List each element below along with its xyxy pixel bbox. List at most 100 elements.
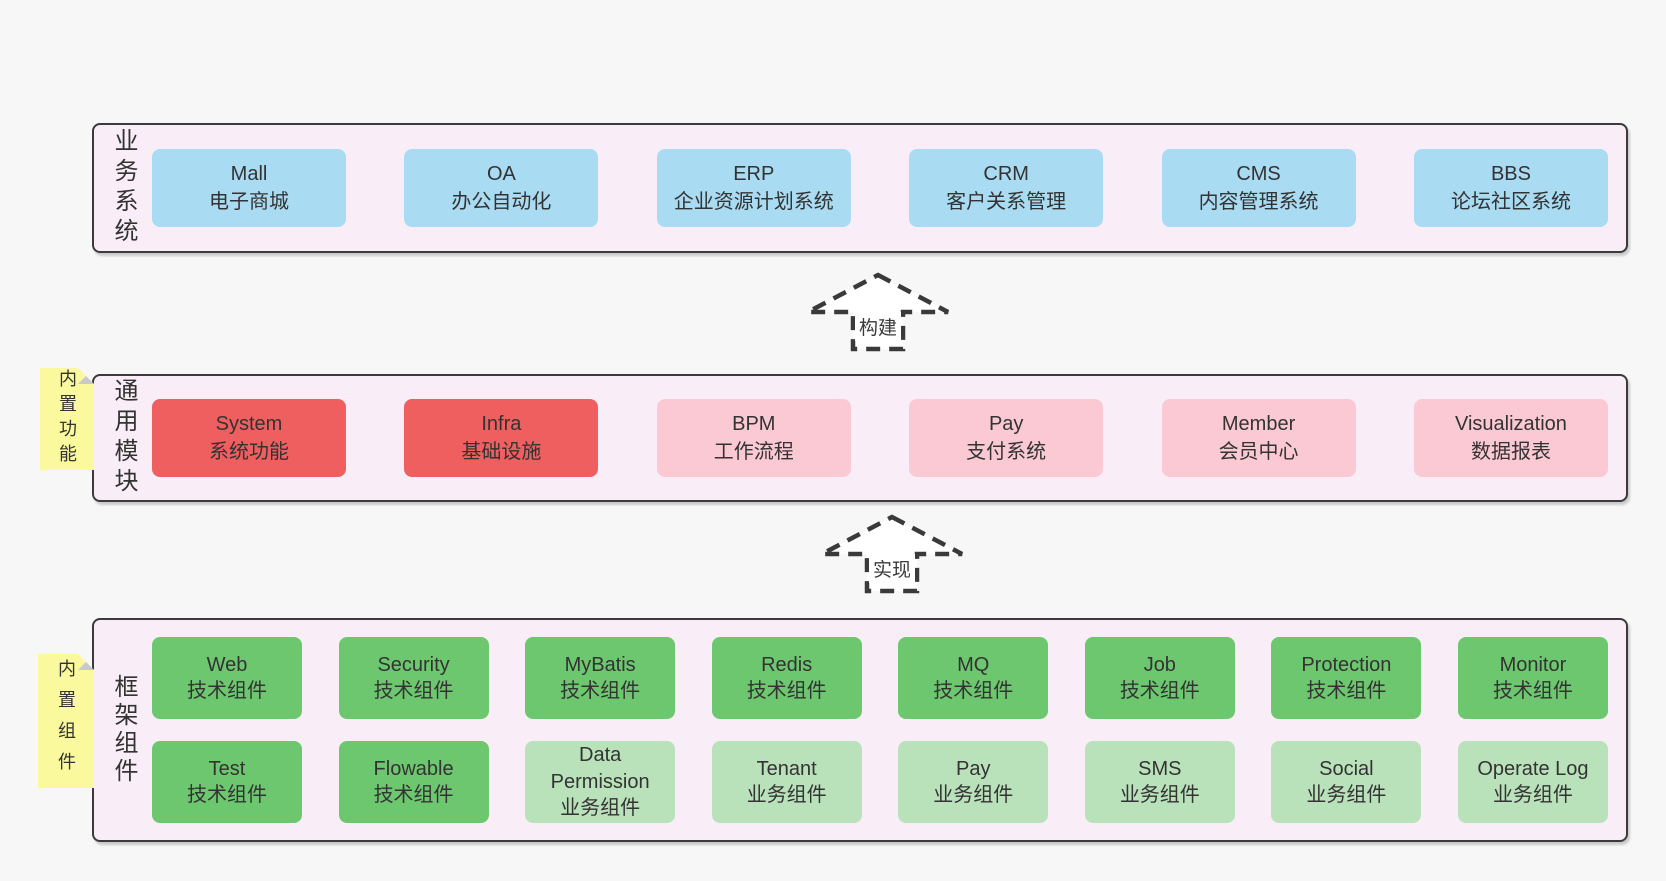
sticky-note-builtin-components: 内置组件 xyxy=(38,654,94,788)
box-crm-name: CRM xyxy=(983,162,1029,185)
box-erp-desc: 企业资源计划系统 xyxy=(673,191,834,213)
box-redis-desc: 技术组件 xyxy=(746,680,827,702)
box-pay-module-name: Pay xyxy=(988,412,1024,435)
box-bbs: BBS 论坛社区系统 xyxy=(1413,149,1608,227)
box-test-desc: 技术组件 xyxy=(187,784,267,806)
box-oa-desc: 办公自动化 xyxy=(451,191,552,213)
box-bbs-desc: 论坛社区系统 xyxy=(1450,191,1571,213)
box-erp-name: ERP xyxy=(733,162,775,185)
box-operate-log: Operate Log 业务组件 xyxy=(1457,741,1608,823)
box-security-name: Security xyxy=(377,653,450,676)
box-visualization-desc: 数据报表 xyxy=(1470,441,1551,463)
box-mybatis-desc: 技术组件 xyxy=(560,680,641,702)
build-arrow: 构建 xyxy=(803,272,953,352)
box-tenant-name: Tenant xyxy=(756,757,817,780)
box-mall-name: Mall xyxy=(230,162,268,185)
business-systems-boxes: Mall 电子商城 OA 办公自动化 ERP 企业资源计划系统 CRM 客户关系… xyxy=(152,149,1626,227)
box-infra-desc: 基础设施 xyxy=(461,441,542,463)
box-social-name: Social xyxy=(1319,757,1374,780)
build-arrow-label: 构建 xyxy=(854,312,902,341)
box-security-desc: 技术组件 xyxy=(373,680,454,702)
box-mybatis-name: MyBatis xyxy=(564,653,636,676)
box-sms: SMS 业务组件 xyxy=(1084,741,1235,823)
box-protection: Protection 技术组件 xyxy=(1271,637,1422,719)
box-visualization: Visualization 数据报表 xyxy=(1413,399,1608,477)
common-modules-container: 通用模块 System 系统功能 Infra 基础设施 BPM 工作流程 Pay… xyxy=(92,374,1628,502)
business-systems-side-label: 业务系统 xyxy=(110,128,137,248)
framework-components-row1: Web 技术组件 Security 技术组件 MyBatis 技术组件 Redi… xyxy=(152,637,1608,719)
box-system: System 系统功能 xyxy=(152,399,346,477)
box-web-desc: 技术组件 xyxy=(187,680,267,702)
box-bpm-name: BPM xyxy=(732,412,776,435)
box-erp: ERP 企业资源计划系统 xyxy=(656,149,851,227)
box-tenant: Tenant 业务组件 xyxy=(711,741,862,823)
box-job: Job 技术组件 xyxy=(1084,637,1235,719)
implement-arrow: 实现 xyxy=(817,514,967,594)
folded-corner-icon xyxy=(62,654,94,670)
box-operate-log-desc: 业务组件 xyxy=(1492,784,1573,806)
box-system-name: System xyxy=(215,412,283,435)
box-crm-desc: 客户关系管理 xyxy=(946,191,1067,213)
box-oa: OA 办公自动化 xyxy=(404,149,599,227)
box-cms-name: CMS xyxy=(1236,162,1281,185)
box-flowable: Flowable 技术组件 xyxy=(338,741,489,823)
framework-components-row2: Test 技术组件 Flowable 技术组件 Data Permission … xyxy=(152,741,1608,823)
box-operate-log-name: Operate Log xyxy=(1477,757,1589,780)
common-modules-boxes: System 系统功能 Infra 基础设施 BPM 工作流程 Pay 支付系统… xyxy=(152,399,1626,477)
box-job-desc: 技术组件 xyxy=(1119,680,1200,702)
box-bpm: BPM 工作流程 xyxy=(656,399,851,477)
box-bpm-desc: 工作流程 xyxy=(713,441,794,463)
framework-components-side-label: 框架组件 xyxy=(110,674,137,786)
box-crm: CRM 客户关系管理 xyxy=(909,149,1104,227)
framework-components-rows: Web 技术组件 Security 技术组件 MyBatis 技术组件 Redi… xyxy=(152,637,1626,823)
box-pay-component-desc: 业务组件 xyxy=(933,784,1014,806)
box-data-permission-name: Data Permission xyxy=(550,744,650,793)
sticky-note-builtin-components-label: 内置组件 xyxy=(56,659,76,783)
box-redis-name: Redis xyxy=(761,653,813,676)
common-modules-side-label: 通用模块 xyxy=(110,378,137,498)
box-sms-desc: 业务组件 xyxy=(1119,784,1200,806)
box-test: Test 技术组件 xyxy=(152,741,302,823)
box-data-permission: Data Permission 业务组件 xyxy=(525,741,676,823)
box-member: Member 会员中心 xyxy=(1161,399,1356,477)
box-mq: MQ 技术组件 xyxy=(898,637,1049,719)
box-flowable-desc: 技术组件 xyxy=(373,784,454,806)
box-job-name: Job xyxy=(1143,653,1176,676)
box-cms: CMS 内容管理系统 xyxy=(1161,149,1356,227)
box-oa-name: OA xyxy=(486,162,516,185)
box-protection-desc: 技术组件 xyxy=(1306,680,1387,702)
box-infra-name: Infra xyxy=(481,412,522,435)
box-bbs-name: BBS xyxy=(1490,162,1531,185)
sticky-note-builtin-features-label: 内置功能 xyxy=(57,369,77,469)
sticky-note-builtin-features: 内置功能 xyxy=(40,368,94,470)
box-mall: Mall 电子商城 xyxy=(152,149,346,227)
box-monitor-desc: 技术组件 xyxy=(1492,680,1573,702)
implement-arrow-label: 实现 xyxy=(868,554,916,583)
box-web: Web 技术组件 xyxy=(152,637,302,719)
box-cms-desc: 内容管理系统 xyxy=(1198,191,1319,213)
box-social-desc: 业务组件 xyxy=(1306,784,1387,806)
box-visualization-name: Visualization xyxy=(1454,412,1567,435)
box-web-name: Web xyxy=(206,653,248,676)
box-mybatis: MyBatis 技术组件 xyxy=(525,637,676,719)
box-pay-component: Pay 业务组件 xyxy=(898,741,1049,823)
box-pay-component-name: Pay xyxy=(956,757,991,780)
box-mq-name: MQ xyxy=(957,653,990,676)
box-mq-desc: 技术组件 xyxy=(933,680,1014,702)
box-social: Social 业务组件 xyxy=(1271,741,1422,823)
box-redis: Redis 技术组件 xyxy=(711,637,862,719)
box-monitor-name: Monitor xyxy=(1499,653,1567,676)
box-mall-desc: 电子商城 xyxy=(209,191,289,213)
box-member-desc: 会员中心 xyxy=(1218,441,1299,463)
box-infra: Infra 基础设施 xyxy=(404,399,599,477)
box-tenant-desc: 业务组件 xyxy=(746,784,827,806)
box-pay-module-desc: 支付系统 xyxy=(966,441,1047,463)
box-protection-name: Protection xyxy=(1301,653,1392,676)
box-sms-name: SMS xyxy=(1138,757,1182,780)
framework-components-container: 框架组件 Web 技术组件 Security 技术组件 MyBatis 技术组件… xyxy=(92,618,1628,842)
box-system-desc: 系统功能 xyxy=(209,441,289,463)
box-data-permission-desc: 业务组件 xyxy=(560,797,641,820)
box-member-name: Member xyxy=(1221,412,1296,435)
folded-corner-icon xyxy=(62,368,94,384)
